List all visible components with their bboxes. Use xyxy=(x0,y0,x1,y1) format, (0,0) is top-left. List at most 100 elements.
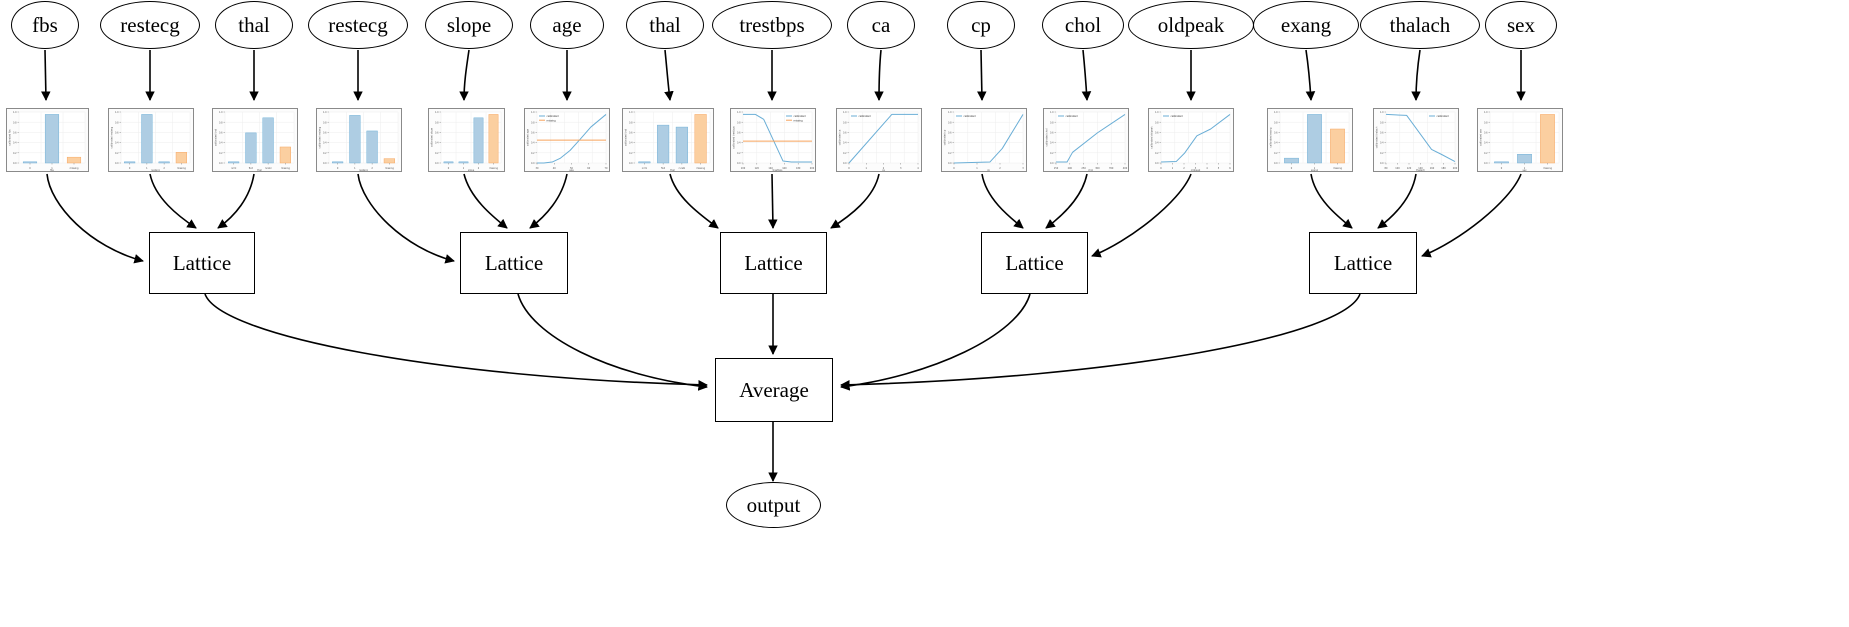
average-node[interactable]: Average xyxy=(715,358,833,422)
input-node-fbs[interactable]: fbs xyxy=(11,1,79,49)
svg-text:120: 120 xyxy=(755,167,760,170)
svg-text:ca: ca xyxy=(882,169,885,171)
svg-text:2: 2 xyxy=(371,167,373,170)
svg-text:calibrated: calibrated xyxy=(547,115,559,118)
svg-text:1: 1 xyxy=(1172,167,1174,170)
svg-text:1: 1 xyxy=(866,167,868,170)
svg-text:0.0: 0.0 xyxy=(435,162,439,165)
lattice-node-label: Lattice xyxy=(484,250,544,275)
svg-text:0.8: 0.8 xyxy=(1380,121,1384,124)
input-node-chol[interactable]: chol xyxy=(1042,1,1124,49)
svg-text:calibrated restecg: calibrated restecg xyxy=(318,126,321,148)
svg-text:60: 60 xyxy=(587,167,590,170)
input-node-trestbps[interactable]: trestbps xyxy=(712,1,832,49)
svg-text:calibrated sex: calibrated sex xyxy=(1479,128,1482,145)
input-node-label: thal xyxy=(238,12,270,37)
svg-text:0.4: 0.4 xyxy=(323,142,327,145)
input-node-ca[interactable]: ca xyxy=(847,1,915,49)
svg-text:age: age xyxy=(569,169,574,171)
lattice-node-label: Lattice xyxy=(172,250,232,275)
svg-text:1.0: 1.0 xyxy=(323,111,327,114)
input-node-exang[interactable]: exang xyxy=(1253,1,1359,49)
svg-text:calibrated age: calibrated age xyxy=(526,128,529,146)
lattice-node-label: Lattice xyxy=(1005,250,1064,275)
input-node-thal-2[interactable]: thal xyxy=(626,1,704,49)
input-node-restecg-1[interactable]: restecg xyxy=(100,1,200,49)
svg-text:0.8: 0.8 xyxy=(435,121,439,124)
input-node-thal-1[interactable]: thal xyxy=(215,1,293,49)
svg-text:0: 0 xyxy=(953,167,955,170)
svg-text:0.2: 0.2 xyxy=(843,152,847,155)
input-node-sex[interactable]: sex xyxy=(1485,1,1557,49)
edge-cal10-lat3 xyxy=(1045,173,1088,229)
input-node-oldpeak[interactable]: oldpeak xyxy=(1128,1,1254,49)
svg-text:missing: missing xyxy=(177,167,186,170)
svg-text:0.4: 0.4 xyxy=(843,142,847,145)
input-node-cp[interactable]: cp xyxy=(947,1,1015,49)
input-node-age[interactable]: age xyxy=(530,1,604,49)
svg-text:3: 3 xyxy=(900,167,902,170)
svg-text:0.2: 0.2 xyxy=(435,152,439,155)
svg-text:200: 200 xyxy=(1068,167,1073,170)
output-node[interactable]: output xyxy=(726,482,821,528)
svg-text:calibrated: calibrated xyxy=(1066,115,1078,118)
svg-text:300: 300 xyxy=(1095,167,1100,170)
svg-text:0.4: 0.4 xyxy=(1274,142,1278,145)
edge-thal-cal6 xyxy=(664,49,674,101)
lattice-node-2[interactable]: Lattice xyxy=(720,232,827,294)
svg-text:0.8: 0.8 xyxy=(737,121,741,124)
edge-cal9-lat3 xyxy=(981,173,1024,229)
svg-text:0.6: 0.6 xyxy=(1155,132,1159,135)
svg-text:0: 0 xyxy=(448,167,450,170)
svg-text:140: 140 xyxy=(768,167,773,170)
svg-text:180: 180 xyxy=(1441,167,1446,170)
svg-text:1: 1 xyxy=(1314,167,1316,170)
input-node-restecg-2[interactable]: restecg xyxy=(308,1,408,49)
lattice-node-1[interactable]: Lattice xyxy=(460,232,568,294)
svg-text:0.6: 0.6 xyxy=(323,132,327,135)
svg-text:missing: missing xyxy=(1333,167,1342,170)
svg-text:1.0: 1.0 xyxy=(1274,111,1278,114)
svg-text:calibrated fbs: calibrated fbs xyxy=(8,129,11,146)
lattice-node-3[interactable]: Lattice xyxy=(981,232,1088,294)
svg-text:calibrated chol: calibrated chol xyxy=(1045,128,1048,146)
svg-text:0.0: 0.0 xyxy=(1380,162,1384,165)
svg-text:fbs: fbs xyxy=(50,169,54,171)
svg-text:calibrated oldpeak: calibrated oldpeak xyxy=(1150,126,1153,149)
svg-text:chol: chol xyxy=(1088,169,1093,171)
lattice-node-0[interactable]: Lattice xyxy=(149,232,255,294)
svg-text:0.8: 0.8 xyxy=(629,121,633,124)
svg-text:0.6: 0.6 xyxy=(843,132,847,135)
svg-text:calibrated slope: calibrated slope xyxy=(430,127,433,147)
input-node-slope[interactable]: slope xyxy=(425,1,513,49)
svg-text:0: 0 xyxy=(129,167,131,170)
svg-text:0.4: 0.4 xyxy=(531,142,535,145)
svg-text:200: 200 xyxy=(1453,167,1458,170)
svg-text:0.6: 0.6 xyxy=(115,132,119,135)
svg-text:0.6: 0.6 xyxy=(531,132,535,135)
svg-text:thal: thal xyxy=(257,169,262,171)
edge-cal7-lat2 xyxy=(768,173,778,229)
svg-text:1.0: 1.0 xyxy=(115,111,119,114)
input-node-label: restecg xyxy=(120,12,180,37)
svg-text:1.0: 1.0 xyxy=(435,111,439,114)
input-node-thalach[interactable]: thalach xyxy=(1360,1,1480,49)
svg-text:0.8: 0.8 xyxy=(1484,121,1488,124)
lattice-node-4[interactable]: Lattice xyxy=(1309,232,1417,294)
input-node-label: slope xyxy=(446,12,492,37)
